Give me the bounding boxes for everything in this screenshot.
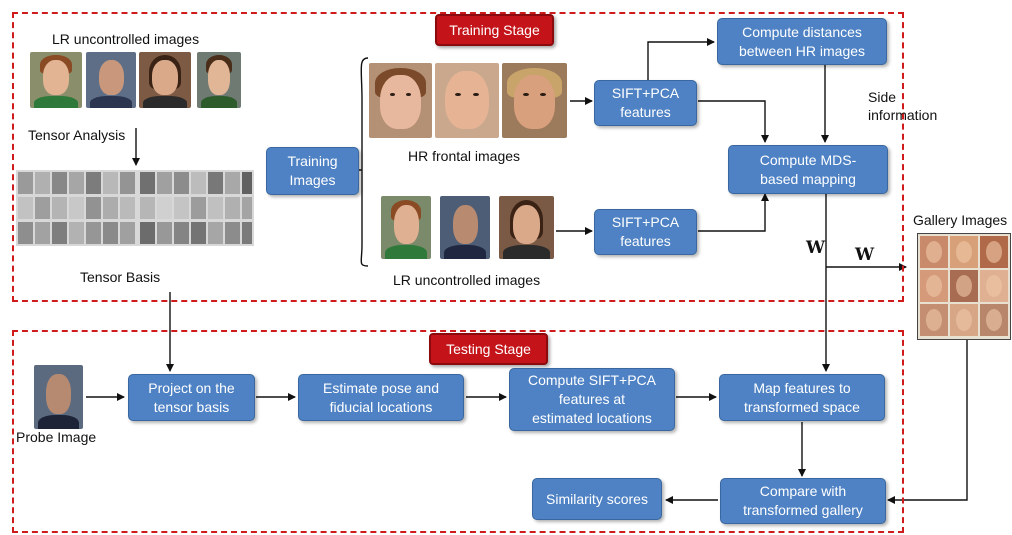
- training-stage-frame: [12, 12, 904, 302]
- lr-face-image: [499, 196, 554, 259]
- compute-mds-box: Compute MDS- based mapping: [728, 145, 888, 194]
- w-label-vertical: W: [806, 238, 826, 258]
- lr-face-thumbnail: [197, 52, 241, 108]
- map-features-box: Map features to transformed space: [719, 374, 885, 421]
- w-label-horizontal: W: [855, 245, 875, 265]
- lr-face-thumbnail: [139, 52, 191, 108]
- hr-frontal-label: HR frontal images: [408, 148, 521, 164]
- compute-sift-box: Compute SIFT+PCA features at estimated l…: [509, 368, 675, 431]
- project-tensor-box: Project on the tensor basis: [128, 374, 255, 421]
- sift-pca-bottom-box: SIFT+PCA features: [594, 209, 697, 255]
- gallery-face-tiles: [920, 236, 1008, 336]
- lr-top-label: LR uncontrolled images: [52, 31, 200, 47]
- testing-stage-label: Testing Stage: [429, 333, 548, 365]
- testing-stage-frame: [12, 330, 904, 533]
- arrow-sift-top-to-mds: [698, 100, 769, 143]
- tensor-basis-grid: [16, 170, 254, 246]
- lr-face-image: [440, 196, 490, 259]
- tensor-analysis-label: Tensor Analysis: [28, 127, 126, 143]
- probe-label: Probe Image: [16, 429, 97, 445]
- side-information-label: Side information: [868, 89, 938, 123]
- probe-image: [34, 365, 83, 429]
- lr-face-thumbnail: [30, 52, 82, 108]
- gallery-label: Gallery Images: [913, 212, 1008, 228]
- hr-face-image: [435, 63, 499, 138]
- arrow-sift-bottom-to-mds: [698, 193, 769, 232]
- tensor-basis-label: Tensor Basis: [80, 269, 161, 285]
- lr-face-image: [381, 196, 431, 259]
- hr-face-image: [369, 63, 432, 138]
- sift-pca-top-box: SIFT+PCA features: [594, 80, 697, 126]
- lr-face-thumbnail: [86, 52, 136, 108]
- arrow-gallery-to-compare: [887, 340, 968, 504]
- compare-gallery-box: Compare with transformed gallery: [720, 478, 886, 524]
- estimate-pose-box: Estimate pose and fiducial locations: [298, 374, 464, 421]
- compute-distances-box: Compute distances between HR images: [717, 18, 887, 65]
- tensor-basis-tiles: [18, 172, 252, 244]
- similarity-scores-box: Similarity scores: [532, 478, 662, 520]
- arrow-sift-to-distances: [647, 38, 715, 80]
- lr-bottom-label: LR uncontrolled images: [393, 272, 541, 288]
- gallery-images-grid: [917, 233, 1011, 340]
- hr-face-image: [502, 63, 567, 138]
- training-images-box: Training Images: [266, 147, 359, 195]
- training-stage-label: Training Stage: [435, 14, 554, 46]
